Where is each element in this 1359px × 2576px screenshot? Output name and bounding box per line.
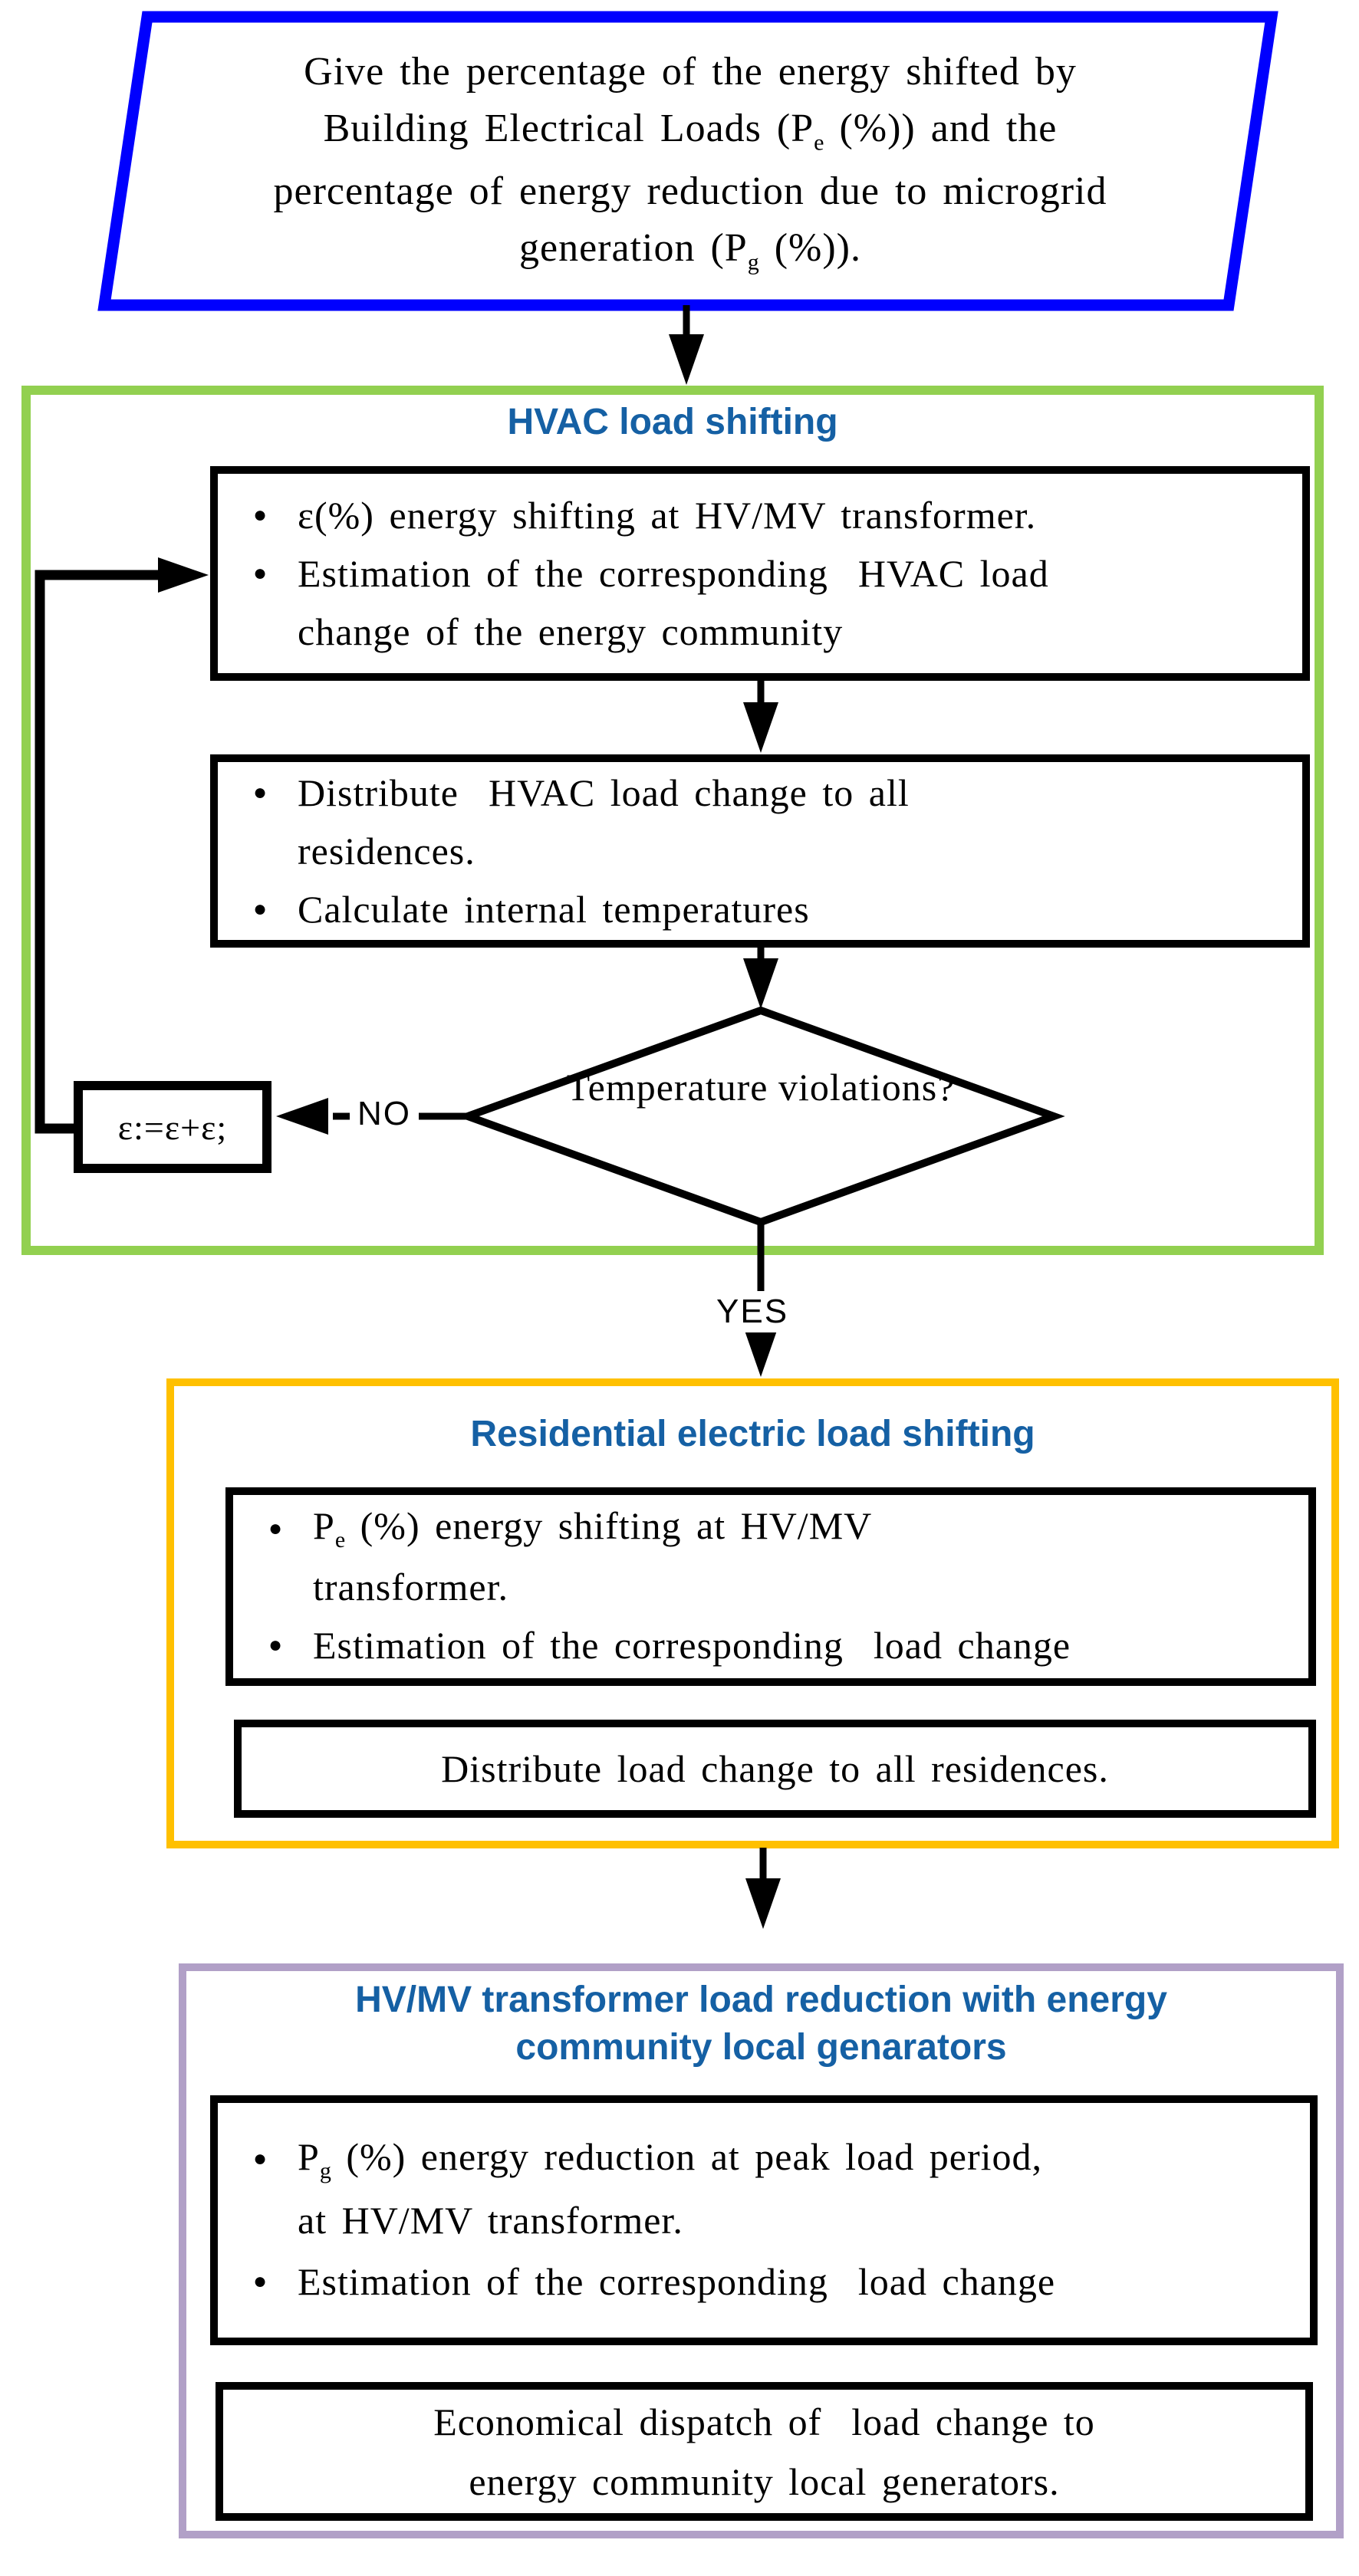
bullet-icon: ●: [253, 896, 268, 922]
arrowhead-yes-branch: [743, 1326, 778, 1377]
no-branch-label: NO: [350, 1093, 419, 1135]
residential-step1-box: ●Pe (%) energy shifting at HV/MV transfo…: [225, 1487, 1316, 1686]
hvac-step1-box: ●ε(%) energy shifting at HV/MV transform…: [210, 466, 1310, 681]
epsilon-update-box: ε:=ε+ε;: [74, 1081, 271, 1173]
residential-section-title: Residential electric load shifting: [470, 1414, 1035, 1454]
input-line: Building Electrical Loads (Pe (%)) and t…: [323, 107, 1058, 156]
arrowhead-hvac-step2-to-decision: [743, 958, 778, 1009]
bullet-icon: ●: [268, 1515, 284, 1541]
bullet-icon: ●: [253, 780, 268, 805]
yes-branch-label: YES: [709, 1291, 797, 1332]
bullet-icon: ●: [253, 560, 268, 586]
arrowhead-residential-to-transformer: [745, 1878, 781, 1929]
input-line: generation (Pg (%)).: [519, 226, 861, 275]
subscript-e: e: [334, 1527, 346, 1552]
arrowhead-input-to-hvac: [669, 334, 704, 385]
decision-diamond-text: Temperature violations?: [566, 1066, 956, 1109]
transformer-step2-box: Economical dispatch of load change to en…: [216, 2382, 1313, 2521]
hvac-section-title: HVAC load shifting: [507, 402, 838, 442]
bullet-icon: ●: [268, 1631, 284, 1658]
subscript-g: g: [747, 249, 759, 275]
arrowhead-hvac-step1-to-step2: [743, 702, 778, 753]
residential-step2-box: Distribute load change to all residences…: [234, 1720, 1316, 1818]
input-line: Give the percentage of the energy shifte…: [304, 49, 1077, 94]
bullet-icon: ●: [253, 2146, 268, 2171]
subscript-e: e: [814, 130, 824, 156]
transformer-section-title: HV/MV transformer load reduction with en…: [355, 1980, 1167, 2068]
subscript-g: g: [319, 2157, 331, 2183]
arrowhead-no-branch: [276, 1098, 328, 1135]
bullet-icon: ●: [253, 502, 268, 527]
bullet-icon: ●: [253, 2269, 268, 2294]
input-step-text: Give the percentage of the energy shifte…: [184, 23, 1196, 299]
input-parallelogram-shape: [97, 11, 1278, 311]
input-line: percentage of energy reduction due to mi…: [273, 169, 1107, 213]
transformer-step1-box: ●Pg (%) energy reduction at peak load pe…: [210, 2095, 1318, 2345]
hvac-step2-box: ●Distribute HVAC load change to all resi…: [210, 754, 1310, 948]
loop-line-epsilon-to-step1: [35, 570, 189, 1134]
arrowhead-loop-to-step1: [158, 557, 209, 593]
